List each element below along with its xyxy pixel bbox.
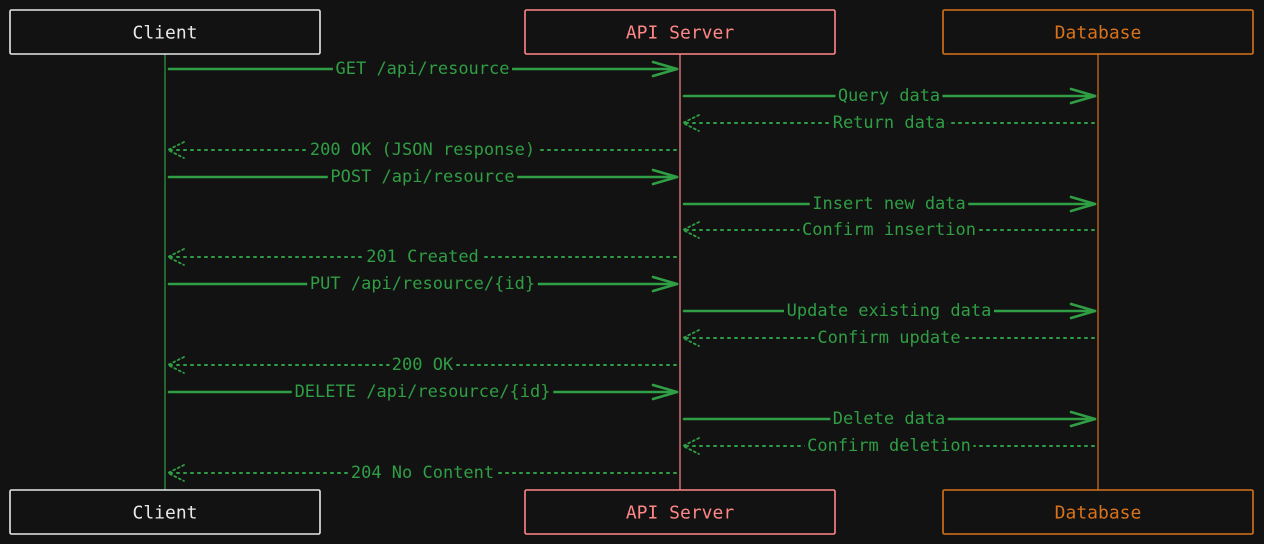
api-bottom-box-frame xyxy=(524,489,836,535)
message-12-label-bg xyxy=(389,355,456,375)
message-7-label-bg xyxy=(799,220,979,240)
message-16-label: 204 No Content xyxy=(351,463,494,483)
message-7-arrowhead xyxy=(682,221,700,239)
message-8-label-bg xyxy=(363,247,482,267)
message-8-201-created: 201 Created xyxy=(167,247,677,267)
client-bottom-box-frame xyxy=(9,489,321,535)
message-14-label: Delete data xyxy=(833,409,946,429)
message-2-label: Query data xyxy=(838,86,940,106)
message-12-label: 200 OK xyxy=(392,355,454,375)
message-16-arrowhead xyxy=(167,464,185,482)
db-top-box: Database xyxy=(942,9,1254,55)
message-11-arrowhead xyxy=(682,329,700,347)
client-bottom-label: Client xyxy=(132,503,197,524)
api-bottom-box: API Server xyxy=(524,489,836,535)
message-6-label-bg xyxy=(809,194,969,214)
client-top-label: Client xyxy=(132,23,197,44)
message-10-update-existing-data: Update existing data xyxy=(682,301,1097,321)
message-7-label: Confirm insertion xyxy=(802,220,976,240)
message-10-label-bg xyxy=(784,301,994,321)
message-5-label: POST /api/resource xyxy=(330,167,514,187)
message-15-label: Confirm deletion xyxy=(807,436,971,456)
lifelines xyxy=(164,54,1099,490)
message-9-arrowhead xyxy=(651,275,679,293)
message-2-arrowhead xyxy=(1069,87,1097,105)
db-bottom-box: Database xyxy=(942,489,1254,535)
message-8-label: 201 Created xyxy=(366,247,479,267)
message-9-put-api-resource-id: PUT /api/resource/{id} xyxy=(167,274,679,294)
api-bottom-label: API Server xyxy=(626,503,735,524)
message-9-label-bg xyxy=(307,274,538,294)
message-3-arrowhead xyxy=(682,114,700,132)
message-4-200-ok-json-response: 200 OK (JSON response) xyxy=(167,140,677,160)
db-bottom-box-frame xyxy=(942,489,1254,535)
message-11-label: Confirm update xyxy=(817,328,960,348)
message-1-get-api-resource: GET /api/resource xyxy=(167,59,679,79)
message-3-label-bg xyxy=(830,113,948,133)
message-5-label-bg xyxy=(327,167,518,187)
message-2-label-bg xyxy=(835,86,943,106)
message-13-label: DELETE /api/resource/{id} xyxy=(295,382,551,402)
message-14-label-bg xyxy=(830,409,948,429)
message-8-arrowhead xyxy=(167,248,185,266)
client-top-box: Client xyxy=(9,9,321,55)
message-16-204-no-content: 204 No Content xyxy=(167,463,677,483)
message-6-label: Insert new data xyxy=(812,194,966,214)
message-6-insert-new-data: Insert new data xyxy=(682,194,1097,214)
db-top-box-frame xyxy=(942,9,1254,55)
message-13-delete-api-resource-id: DELETE /api/resource/{id} xyxy=(167,382,679,402)
message-13-label-bg xyxy=(291,382,554,402)
message-14-arrowhead xyxy=(1069,410,1097,428)
message-3-return-data: Return data xyxy=(682,113,1095,133)
message-16-label-bg xyxy=(348,463,497,483)
db-bottom-label: Database xyxy=(1055,503,1142,524)
message-2-query-data: Query data xyxy=(682,86,1097,106)
message-1-arrowhead xyxy=(651,60,679,78)
message-9-label: PUT /api/resource/{id} xyxy=(310,274,535,294)
message-15-label-bg xyxy=(804,436,974,456)
message-13-arrowhead xyxy=(651,383,679,401)
message-3-label: Return data xyxy=(833,113,946,133)
message-15-arrowhead xyxy=(682,437,700,455)
message-1-label: GET /api/resource xyxy=(336,59,510,79)
client-bottom-box: Client xyxy=(9,489,321,535)
db-top-label: Database xyxy=(1055,23,1142,44)
message-10-arrowhead xyxy=(1069,302,1097,320)
message-10-label: Update existing data xyxy=(787,301,992,321)
message-11-label-bg xyxy=(814,328,964,348)
api-top-label: API Server xyxy=(626,23,735,44)
message-4-arrowhead xyxy=(167,141,185,159)
message-5-post-api-resource: POST /api/resource xyxy=(167,167,679,187)
message-12-arrowhead xyxy=(167,356,185,374)
message-15-confirm-deletion: Confirm deletion xyxy=(682,436,1095,456)
message-5-arrowhead xyxy=(651,168,679,186)
message-1-label-bg xyxy=(332,59,513,79)
message-4-label: 200 OK (JSON response) xyxy=(310,140,535,160)
api-top-box-frame xyxy=(524,9,836,55)
message-7-confirm-insertion: Confirm insertion xyxy=(682,220,1095,240)
message-11-confirm-update: Confirm update xyxy=(682,328,1095,348)
client-top-box-frame xyxy=(9,9,321,55)
message-12-200-ok: 200 OK xyxy=(167,355,677,375)
message-6-arrowhead xyxy=(1069,195,1097,213)
message-4-label-bg xyxy=(307,140,538,160)
api-top-box: API Server xyxy=(524,9,836,55)
message-14-delete-data: Delete data xyxy=(682,409,1097,429)
